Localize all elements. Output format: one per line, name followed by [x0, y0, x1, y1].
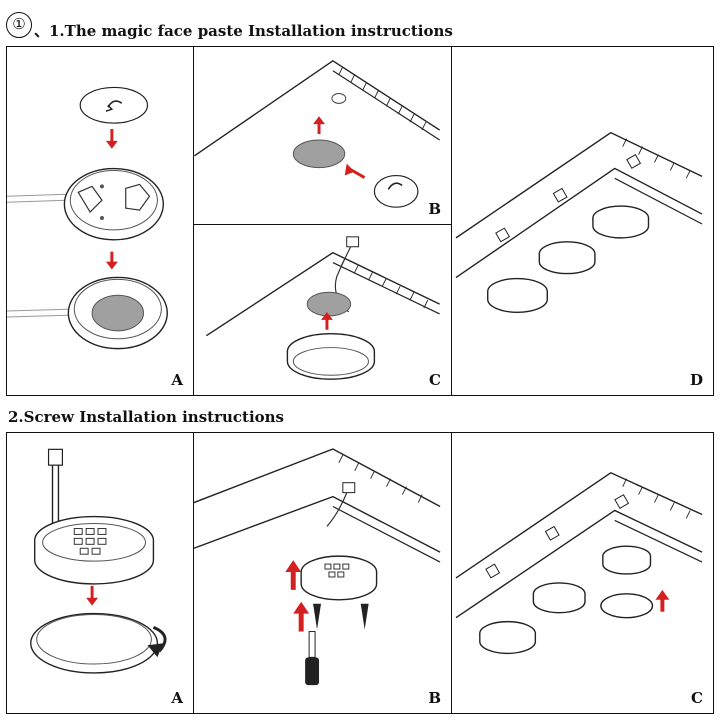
panel-2b: B — [193, 432, 452, 714]
panel-1c: C — [193, 224, 452, 396]
panel-label: C — [691, 689, 703, 707]
cabinet-light-attach-illustration — [205, 236, 440, 380]
panel-label: B — [428, 689, 441, 707]
section2-title: 2.Screw Installation instructions — [8, 408, 284, 426]
screw-lights-installed-illustration — [455, 471, 703, 655]
panel-label: A — [171, 689, 183, 707]
cabinet-pad-illustration — [194, 60, 441, 208]
panel-label: D — [689, 371, 703, 389]
screw-light-exploded-illustration — [30, 448, 167, 674]
screw-mount-illustration — [194, 448, 441, 686]
panel-label: C — [429, 371, 441, 389]
panel-1a: A — [6, 46, 194, 396]
panel-1d: D — [451, 46, 714, 396]
panel-label: B — [428, 200, 441, 218]
section1-title: 、1.The magic face paste Installation ins… — [34, 22, 453, 40]
step-number: ① — [6, 12, 32, 38]
magic-paste-exploded-illustration — [7, 86, 168, 350]
installed-lights-illustration — [455, 131, 703, 313]
panel-2c: C — [451, 432, 714, 714]
panel-1b: B — [193, 46, 452, 225]
panel-2a: A — [6, 432, 194, 714]
panel-label: A — [171, 371, 183, 389]
